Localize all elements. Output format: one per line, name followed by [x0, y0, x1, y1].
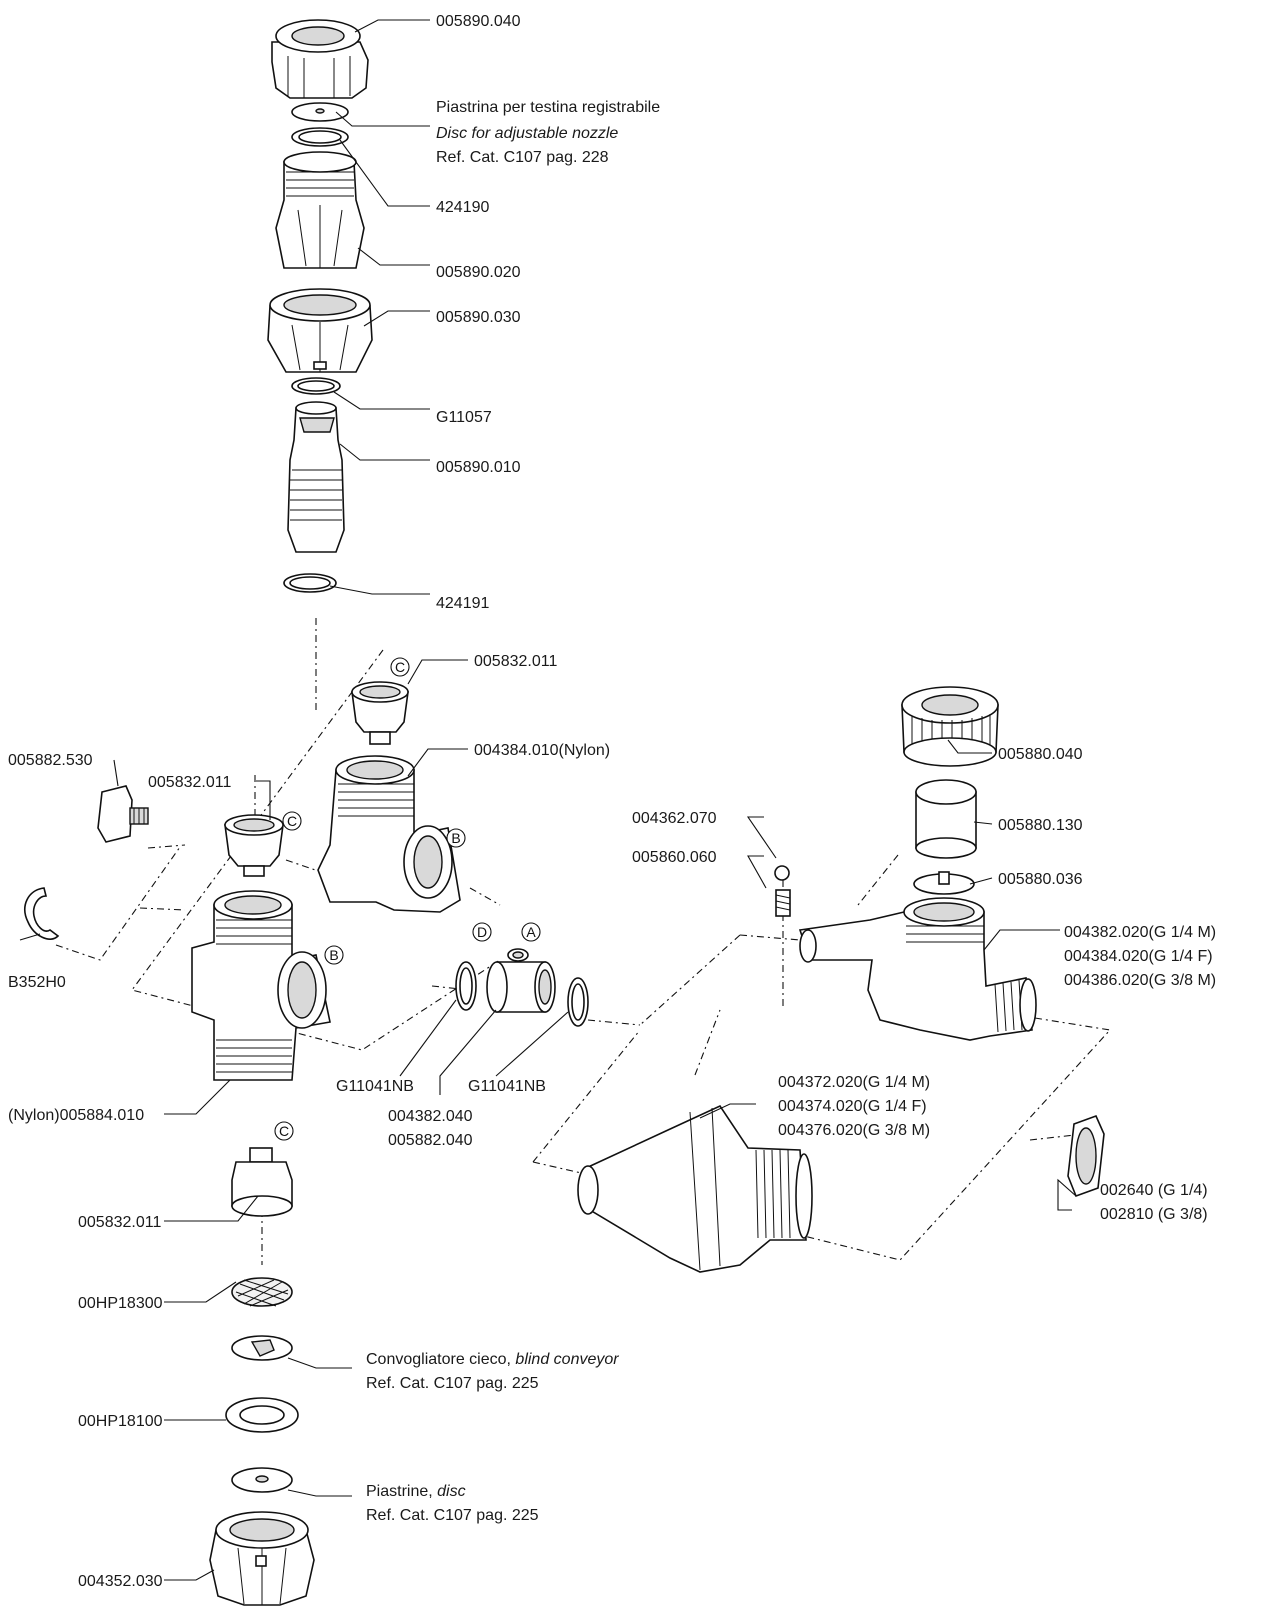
label-005880-130: 005880.130 [998, 817, 1083, 834]
label-disc-plate: Piastrine, disc [366, 1483, 466, 1500]
o-ring-g11041nb-1 [455, 961, 477, 1011]
gasket-00hp18100 [225, 1397, 299, 1433]
valve-body-004382-020 [798, 897, 1037, 1041]
ball-004362-070 [774, 865, 790, 881]
label-004352-030: 004352.030 [78, 1573, 163, 1590]
label-002640: 002640 (G 1/4) [1100, 1182, 1208, 1199]
callout-b-elbow: B [446, 828, 466, 848]
label-005880-040: 005880.040 [998, 746, 1083, 763]
o-ring-g11041nb-2 [567, 977, 589, 1027]
label-blind-conveyor: Convogliatore cieco, blind conveyor [366, 1351, 619, 1368]
disc-adjustable-nozzle [291, 102, 349, 122]
mesh-filter-00hp18300 [231, 1277, 293, 1307]
knurled-cap-005880-040 [901, 686, 999, 767]
svg-text:C: C [287, 813, 297, 829]
label-disc-english: Disc for adjustable nozzle [436, 125, 618, 142]
callout-b-tee: B [324, 945, 344, 965]
spring-005860-060 [775, 889, 791, 917]
label-g11057: G11057 [436, 409, 492, 426]
valve-body-004372-020 [577, 1104, 813, 1273]
label-g11041nb-right: G11041NB [468, 1078, 546, 1095]
label-00hp18300: 00HP18300 [78, 1295, 163, 1312]
callout-d: D [472, 922, 492, 942]
label-004374-020: 004374.020(G 1/4 F) [778, 1098, 927, 1115]
callout-c-mid: C [282, 811, 302, 831]
label-004382-040: 004382.040 [388, 1108, 473, 1125]
label-004372-020: 004372.020(G 1/4 M) [778, 1074, 930, 1091]
svg-text:A: A [526, 924, 536, 940]
nozzle-insert-005890-010 [287, 401, 345, 553]
callout-c-bottom: C [274, 1121, 294, 1141]
label-424191: 424191 [436, 595, 489, 612]
label-005882-530: 005882.530 [8, 752, 93, 769]
plug-005882-530 [97, 785, 149, 843]
svg-text:D: D [477, 924, 487, 940]
elbow-body-004384-010 [317, 755, 461, 913]
disc-005880-036 [913, 871, 975, 895]
label-00hp18100: 00HP18100 [78, 1413, 163, 1430]
nozzle-body-005890-020 [275, 151, 365, 269]
bushing-005880-130 [915, 779, 977, 859]
o-ring-424191 [283, 573, 337, 593]
ring-nut-005890-030 [267, 288, 373, 373]
label-disc-plate-ref: Ref. Cat. C107 pag. 225 [366, 1507, 539, 1524]
label-005890-010: 005890.010 [436, 459, 521, 476]
adapter-005832-011-mid [224, 814, 284, 877]
label-005890-040: 005890.040 [436, 13, 521, 30]
blind-conveyor [231, 1335, 293, 1361]
label-005860-060: 005860.060 [632, 849, 717, 866]
label-004362-070: 004362.070 [632, 810, 717, 827]
label-005890-020: 005890.020 [436, 264, 521, 281]
tee-body-005884-010 [191, 890, 331, 1081]
adapter-005832-011-bottom [231, 1147, 293, 1217]
label-disc-ref: Ref. Cat. C107 pag. 228 [436, 149, 609, 166]
label-005832-011-top: 005832.011 [474, 653, 557, 670]
label-004384-020: 004384.020(G 1/4 F) [1064, 948, 1213, 965]
o-ring-424190 [291, 127, 349, 147]
callout-c-top: C [390, 657, 410, 677]
adapter-005832-011-top [351, 681, 409, 745]
hex-cap-nut-005890-040 [271, 19, 369, 99]
label-005832-011-mid: 005832.011 [148, 774, 231, 791]
callout-a: A [521, 922, 541, 942]
svg-text:C: C [395, 659, 405, 675]
sleeve-004382-040 [486, 948, 556, 1013]
label-005890-030: 005890.030 [436, 309, 521, 326]
disc-plate [231, 1467, 293, 1493]
o-ring-g11057 [291, 377, 341, 395]
svg-text:C: C [279, 1123, 289, 1139]
label-004386-020: 004386.020(G 3/8 M) [1064, 972, 1216, 989]
label-424190: 424190 [436, 199, 489, 216]
label-004376-020: 004376.020(G 3/8 M) [778, 1122, 930, 1139]
label-g11041nb-left: G11041NB [336, 1078, 414, 1095]
label-disc-italian: Piastrina per testina registrabile [436, 99, 660, 116]
svg-text:B: B [451, 830, 460, 846]
label-005832-011-bottom: 005832.011 [78, 1214, 161, 1231]
label-002810: 002810 (G 3/8) [1100, 1206, 1208, 1223]
label-005880-036: 005880.036 [998, 871, 1083, 888]
svg-text:B: B [329, 947, 338, 963]
label-blind-conveyor-ref: Ref. Cat. C107 pag. 225 [366, 1375, 539, 1392]
hex-nut-002640 [1067, 1114, 1105, 1198]
leader-lines [19, 19, 1077, 1581]
circlip-b352h0 [24, 887, 60, 940]
cap-nut-004352-030 [209, 1511, 315, 1606]
label-005884-010: (Nylon)005884.010 [8, 1107, 144, 1124]
label-005882-040: 005882.040 [388, 1132, 473, 1149]
label-004384-010: 004384.010(Nylon) [474, 742, 610, 759]
label-b352h0: B352H0 [8, 974, 66, 991]
label-004382-020: 004382.020(G 1/4 M) [1064, 924, 1216, 941]
